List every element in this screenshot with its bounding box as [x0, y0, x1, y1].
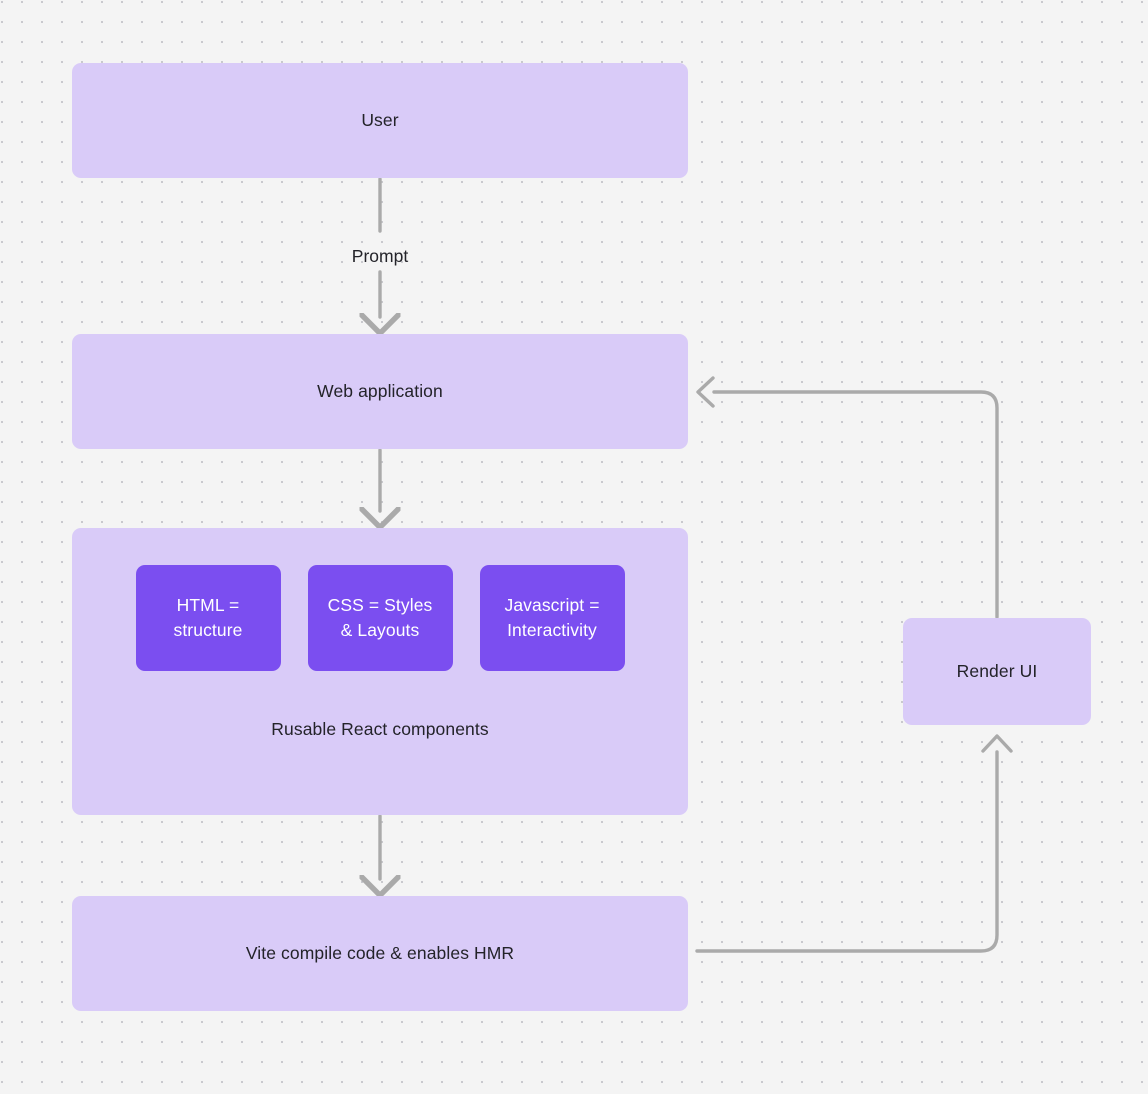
node-render-ui[interactable]: Render UI: [903, 618, 1091, 725]
stack-box-css-label: CSS = Styles & Layouts: [327, 595, 433, 640]
edge-render-to-webapp: [696, 376, 999, 619]
stack-box-html[interactable]: HTML = structure: [135, 565, 281, 671]
node-reusable-react-components-label: Rusable React components: [271, 719, 489, 739]
node-render-ui-label: Render UI: [956, 660, 1038, 681]
stack-box-html-label: HTML = structure: [173, 595, 243, 640]
node-web-application[interactable]: Web application: [72, 334, 688, 449]
edge-vite-to-render: [695, 734, 1013, 953]
node-vite-compile[interactable]: Vite compile code & enables HMR: [72, 896, 688, 1011]
edge-label-prompt: Prompt: [351, 246, 409, 266]
node-user-label: User: [361, 109, 399, 130]
node-user[interactable]: User: [72, 63, 688, 178]
node-web-application-label: Web application: [317, 380, 443, 401]
stack-box-javascript-label: Javascript = Interactivity: [504, 595, 600, 640]
node-vite-compile-label: Vite compile code & enables HMR: [245, 942, 515, 963]
stack-box-css[interactable]: CSS = Styles & Layouts: [307, 565, 453, 671]
stack-box-javascript[interactable]: Javascript = Interactivity: [479, 565, 625, 671]
node-reusable-react-components[interactable]: HTML = structure CSS = Styles & Layouts …: [72, 528, 688, 815]
stack-box-row: HTML = structure CSS = Styles & Layouts …: [72, 565, 688, 671]
